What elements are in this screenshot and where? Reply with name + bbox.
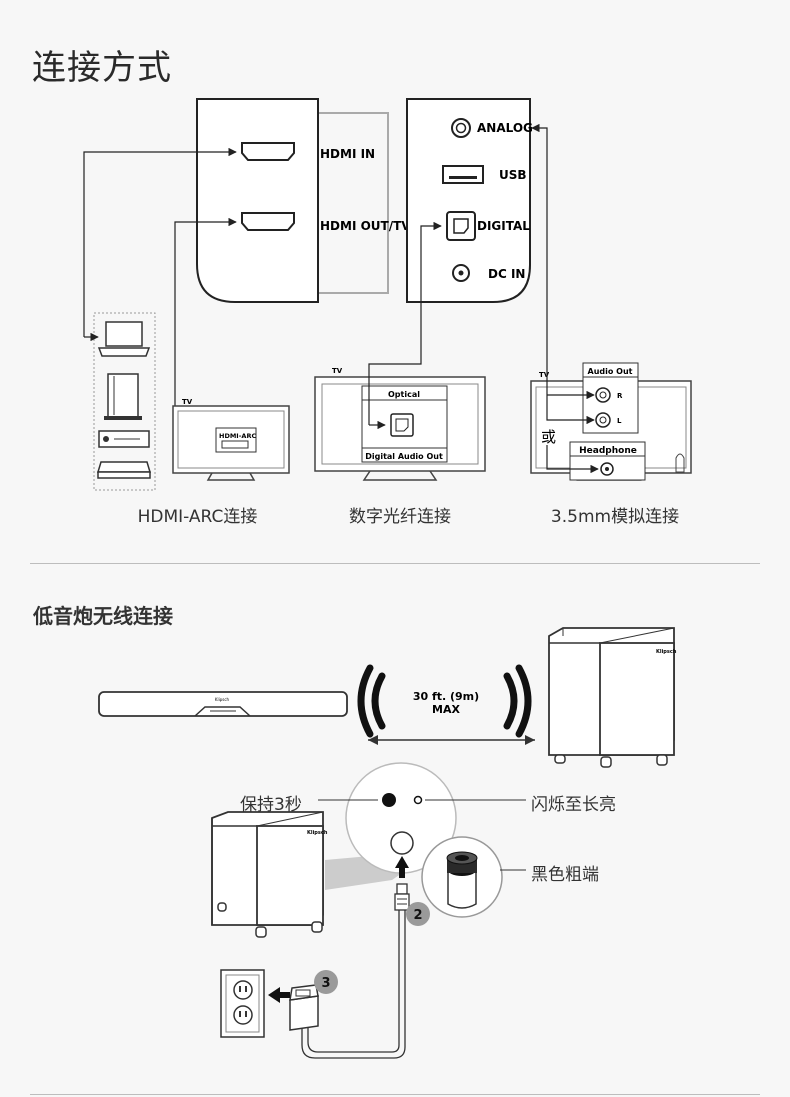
io-panel: ANALOG USB DIGITAL DC IN [406,98,533,303]
rca-r-icon [595,387,611,403]
hdmi-panel: HDMI IN HDMI OUT/TV [196,98,411,303]
tv-label: TV [182,398,193,406]
blink-label: 闪烁至长亮 [531,795,616,815]
usb-label: USB [499,168,527,182]
step-3-badge [314,970,338,994]
optical-tv-port-icon [390,413,414,437]
headphone-label: Headphone [579,446,637,456]
power-adapter-icon [289,984,319,1031]
optical-top-label: Optical [388,390,420,399]
usb-port-icon [442,165,484,184]
wall-outlet-icon [220,969,265,1038]
optical-bottom-label: Digital Audio Out [365,452,443,461]
status-led-icon [413,795,423,805]
distance-text: 30 ft. (9m) [413,690,479,703]
soundbar-brand: Klipsch [215,697,230,702]
subwoofer-back-brand: Klipsch [307,830,328,836]
hdmi-out-port [241,212,295,231]
rca-l-icon [595,412,611,428]
hdmi-arc-port-label: HDMI-ARC [219,432,256,440]
digital-label: DIGITAL [477,219,530,233]
tv-analog: TV Audio Out R L 或 Headphone [530,362,692,481]
optical-port-icon [446,211,476,241]
game-console-icon [104,373,142,420]
page-title: 连接方式 [32,48,172,88]
power-cable [301,910,406,1059]
or-label: 或 [541,428,556,446]
player-icon [96,461,152,479]
hdmi-out-cable [174,217,237,437]
tv-label: TV [332,367,343,375]
r-label: R [617,392,623,400]
hdmi-in-label: HDMI IN [320,147,375,161]
soundbar-illustration: Klipsch [98,691,348,717]
l-label: L [617,417,622,425]
section-divider [30,563,760,564]
analog-label: ANALOG [477,121,533,135]
hdmi-out-label: HDMI OUT/TV [320,219,411,233]
step-2-number: 2 [413,908,422,923]
laptop-icon [97,321,151,357]
subwoofer-back-illustration: Klipsch [211,811,328,938]
step-3-number: 3 [321,976,330,991]
insert-arrow-icon [395,856,409,878]
audio-out-label: Audio Out [588,367,633,376]
plug-in-arrow-icon [268,987,290,1003]
subwoofer-illustration: Klipsch [548,627,677,768]
power-port-icon [390,831,414,855]
analog-cable [531,123,548,395]
black-end-label: 黑色粗端 [531,865,599,885]
caption-optical: 数字光纤连接 [349,507,451,527]
black-end-zoom [421,836,503,918]
caption-analog: 3.5mm模拟连接 [550,507,680,527]
tv-hdmi-arc: TV HDMI-ARC [172,398,290,481]
distance-max-text: MAX [432,703,460,716]
pair-button-icon [382,793,396,807]
hdmi-in-cable [83,147,237,337]
subwoofer-brand: Klipsch [656,649,677,655]
dc-in-label: DC IN [488,267,525,281]
hold-label: 保持3秒 [240,795,302,815]
hdmi-in-port [241,142,295,161]
wireless-waves-icon [357,664,532,738]
source-devices [93,312,156,491]
analog-jack-icon [451,118,471,138]
caption-hdmi-arc: HDMI-ARC连接 [137,507,258,527]
bottom-divider [30,1094,760,1095]
step-2-badge [406,902,430,926]
tv-label: TV [539,371,550,379]
tv-optical: TV Optical Digital Audio Out [314,367,486,481]
wireless-section-title: 低音炮无线连接 [33,604,173,628]
media-box-icon [98,430,150,448]
barrel-plug-icon [394,883,410,911]
optical-cable [368,221,442,425]
